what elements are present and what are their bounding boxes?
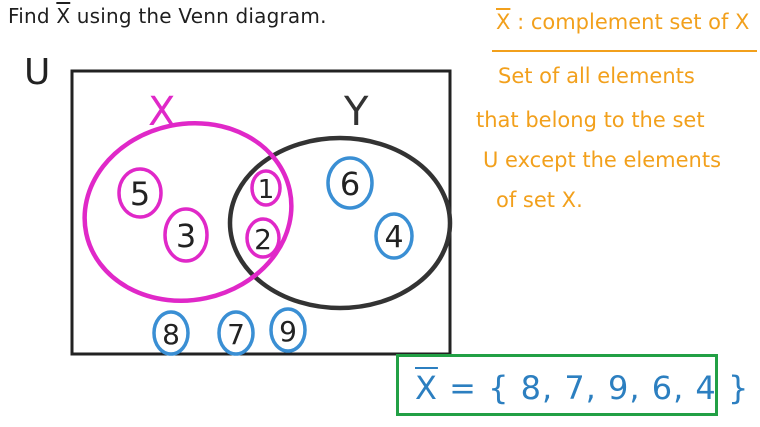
answer-box: X = { 8, 7, 9, 6, 4 } (396, 354, 748, 416)
answer-text: X = { 8, 7, 9, 6, 4 } (415, 369, 749, 407)
definition-divider (492, 50, 757, 52)
element-circle-4 (374, 212, 414, 260)
set-x-label: X (148, 89, 175, 135)
element-circle-2 (245, 217, 281, 259)
answer-xbar: X (415, 369, 438, 407)
set-x-circle (82, 120, 294, 304)
element-7: 7 (227, 318, 245, 351)
element-circle-9 (269, 307, 307, 353)
definition-title: X : complement set of X (496, 10, 749, 34)
set-y-label: Y (343, 89, 369, 135)
element-circle-3 (163, 207, 209, 263)
definition-line-3: U except the elements (483, 148, 722, 172)
definition-xbar: X (496, 10, 511, 34)
prompt-prefix: Find (8, 4, 57, 28)
universe-label: U (24, 52, 50, 93)
definition-line-4: of set X. (496, 188, 583, 212)
element-circle-7 (217, 310, 255, 356)
element-6: 6 (340, 165, 360, 203)
element-3: 3 (176, 217, 196, 255)
prompt-suffix: using the Venn diagram. (70, 4, 327, 28)
element-circle-6 (326, 156, 374, 210)
prompt-text: Find X using the Venn diagram. (8, 4, 327, 28)
element-4: 4 (384, 220, 403, 255)
definition-title-text: : complement set of X (510, 10, 750, 34)
element-9: 9 (279, 315, 297, 348)
element-circle-1 (250, 169, 282, 207)
prompt-xbar: X (56, 4, 71, 28)
element-5: 5 (130, 175, 150, 213)
element-2: 2 (254, 223, 272, 256)
element-8: 8 (162, 318, 180, 351)
element-1: 1 (258, 175, 275, 205)
answer-set: = { 8, 7, 9, 6, 4 } (437, 369, 750, 407)
element-circle-5 (117, 167, 163, 219)
set-y-circle (227, 135, 453, 311)
element-circle-8 (152, 310, 190, 356)
definition-line-1: Set of all elements (498, 64, 695, 88)
definition-line-2: that belong to the set (476, 108, 705, 132)
